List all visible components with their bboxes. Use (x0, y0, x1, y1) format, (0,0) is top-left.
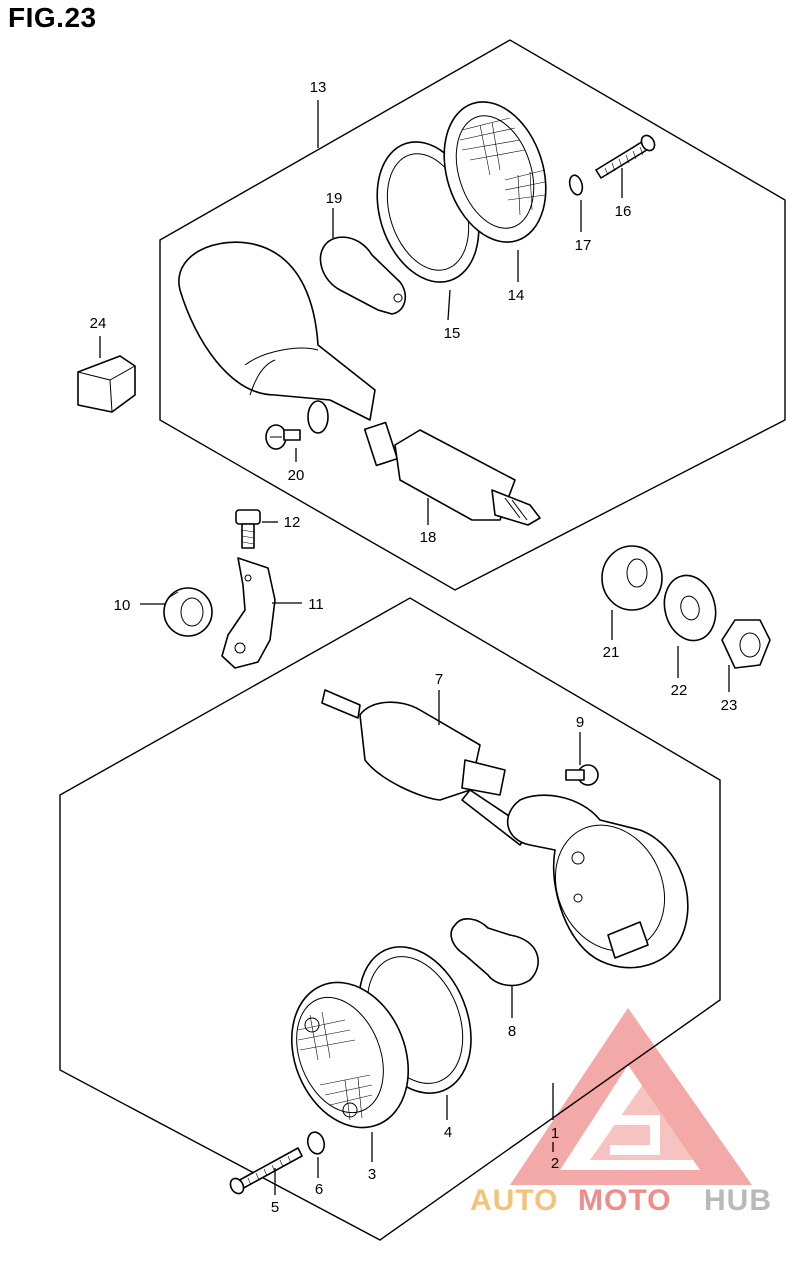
label-11: 11 (308, 596, 324, 613)
stem-7 (321, 689, 531, 846)
lower-housing (506, 794, 689, 969)
lens-3 (290, 981, 410, 1129)
upper-assembly-outline (159, 39, 786, 591)
label-3: 3 (368, 1166, 376, 1183)
watermark-text-auto: AUTO (470, 1184, 558, 1217)
label-2: 2 (551, 1155, 559, 1172)
leader-lines (99, 100, 730, 1195)
label-22: 22 (671, 682, 688, 699)
nut-23 (721, 619, 771, 669)
bolt-12 (235, 509, 261, 549)
label-12: 12 (284, 514, 301, 531)
watermark-text-hub: HUB (704, 1184, 772, 1217)
label-14: 14 (508, 287, 525, 304)
screw-20 (265, 424, 301, 450)
label-24: 24 (90, 315, 107, 332)
lower-assembly-outline (59, 597, 721, 1241)
washer-17 (568, 174, 584, 196)
label-21: 21 (603, 644, 620, 661)
label-10: 10 (114, 597, 131, 614)
bracket-11 (221, 557, 276, 669)
bulb-19 (319, 236, 407, 315)
label-18: 18 (420, 529, 437, 546)
watermark-logo (510, 1008, 752, 1185)
label-23: 23 (721, 697, 738, 714)
figure-title: FIG.23 (8, 2, 97, 33)
label-7: 7 (435, 671, 443, 688)
label-5: 5 (271, 1199, 279, 1216)
label-17: 17 (575, 237, 592, 254)
label-19: 19 (326, 190, 343, 207)
upper-housing (178, 241, 541, 526)
lens-14 (443, 101, 547, 243)
grommet-21 (601, 545, 663, 611)
part-labels: 13 19 15 14 16 17 24 20 18 12 11 10 21 2… (90, 79, 738, 1216)
watermark-text-moto: MOTO (578, 1184, 671, 1217)
screw-5 (229, 1147, 303, 1195)
label-1: 1 (551, 1125, 559, 1142)
label-15: 15 (444, 325, 461, 342)
label-8: 8 (508, 1023, 516, 1040)
cap-24 (77, 355, 136, 413)
label-6: 6 (315, 1181, 323, 1198)
screw-16 (595, 134, 656, 179)
watermark-text: AUTO MOTO HUB (470, 1184, 772, 1217)
bulb-8 (450, 918, 539, 987)
collar-10 (163, 587, 213, 637)
label-13: 13 (310, 79, 327, 96)
label-16: 16 (615, 203, 632, 220)
screw-9 (565, 764, 599, 786)
label-4: 4 (444, 1124, 452, 1141)
label-9: 9 (576, 714, 584, 731)
washer-22 (663, 574, 717, 642)
washer-6 (306, 1131, 326, 1155)
label-20: 20 (288, 467, 305, 484)
